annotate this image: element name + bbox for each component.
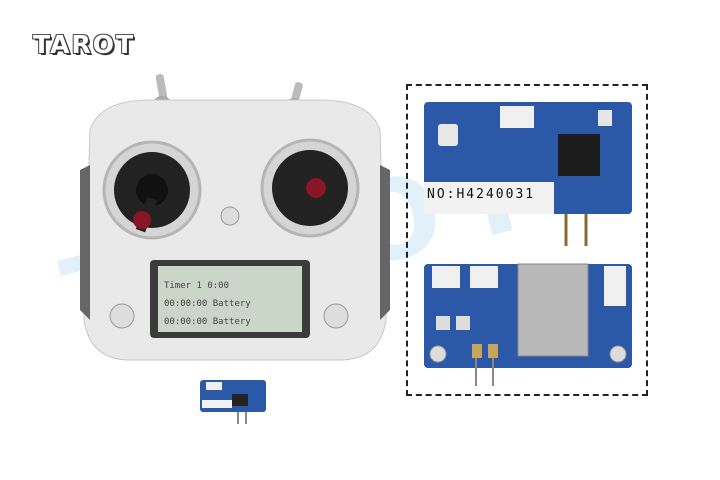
transmitter-image: Timer 1 0:00 00:00:00 Battery 00:00:00 B… (80, 74, 390, 361)
receiver-board-bottom-image (424, 263, 632, 386)
receiver-detail-panel: NO:H4240031 (406, 84, 648, 396)
small-receiver-image (200, 380, 266, 424)
receiver-board-top-image (424, 102, 632, 246)
receiver-serial-label: NO:H4240031 (424, 186, 539, 203)
brand-logo: TAROT (33, 30, 136, 59)
lcd-line-2: 00:00:00 Battery (164, 299, 251, 309)
lcd-line-1: Timer 1 0:00 (164, 281, 229, 291)
lcd-line-3: 00:00:00 Battery (164, 317, 251, 327)
